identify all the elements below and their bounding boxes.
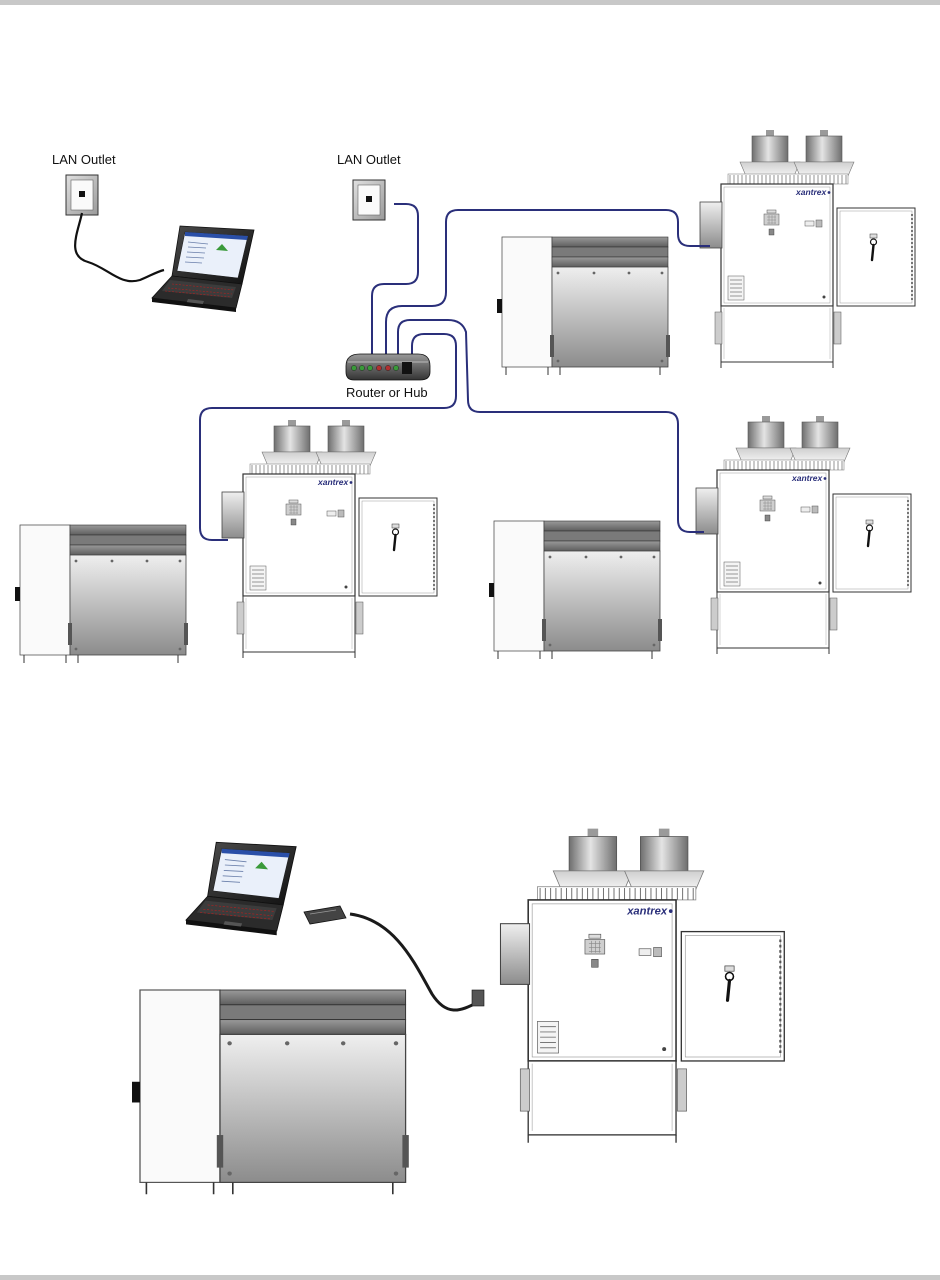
lan-outlet-icon xyxy=(66,175,98,215)
transformer-icon xyxy=(15,525,188,663)
transformer-icon xyxy=(132,990,409,1194)
inverter-icon xyxy=(222,420,437,658)
inverter-icon xyxy=(500,829,784,1143)
inverter-icon xyxy=(696,416,911,654)
lan-cable-laptop xyxy=(75,213,164,281)
laptop-icon xyxy=(152,226,254,312)
transformer-icon xyxy=(489,521,662,659)
inverter-icon xyxy=(700,130,915,368)
transformer-icon xyxy=(497,237,670,375)
lan-outlet-icon xyxy=(353,180,385,220)
laptop-icon xyxy=(186,842,296,935)
router-icon xyxy=(346,354,430,380)
